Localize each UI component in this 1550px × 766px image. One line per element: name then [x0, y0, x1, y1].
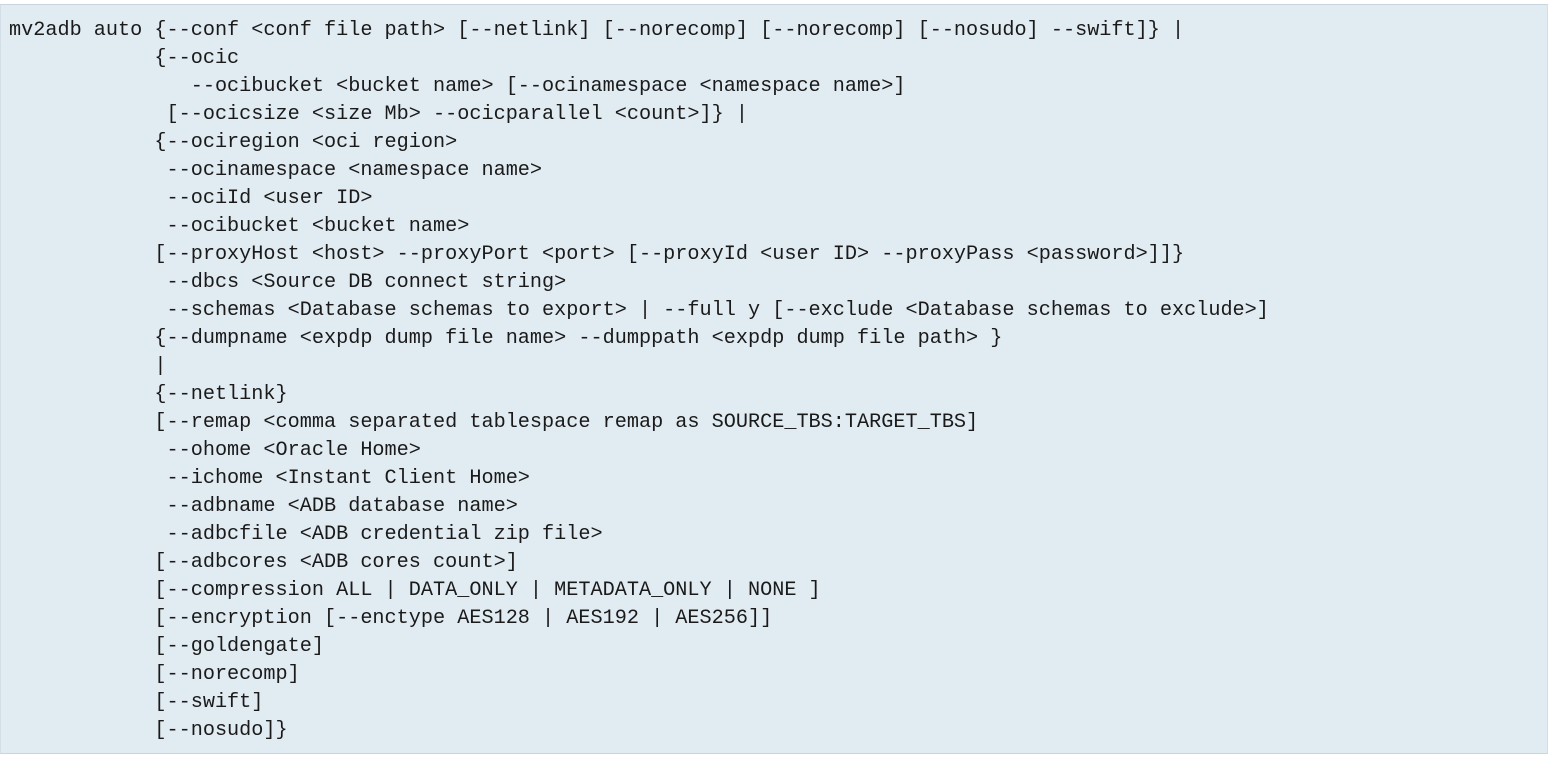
code-line: --dbcs <Source DB connect string> [9, 271, 567, 294]
code-line: {--netlink} [9, 383, 288, 406]
code-line: [--norecomp] [9, 663, 300, 686]
code-line: {--ocic [9, 47, 240, 70]
code-line: --schemas <Database schemas to export> |… [9, 299, 1269, 322]
code-line: [--proxyHost <host> --proxyPort <port> [… [9, 243, 1185, 266]
code-line: [--swift] [9, 691, 264, 714]
code-line: --adbname <ADB database name> [9, 495, 518, 518]
code-line: [--goldengate] [9, 635, 324, 658]
code-line: --ohome <Oracle Home> [9, 439, 421, 462]
code-line: --ichome <Instant Client Home> [9, 467, 530, 490]
command-syntax-code-block: mv2adb auto {--conf <conf file path> [--… [0, 4, 1548, 754]
code-line: --ocibucket <bucket name> [--ocinamespac… [9, 75, 906, 98]
code-line: [--remap <comma separated tablespace rem… [9, 411, 979, 434]
code-line: [--adbcores <ADB cores count>] [9, 551, 518, 574]
code-line: --ocinamespace <namespace name> [9, 159, 543, 182]
code-line: [--compression ALL | DATA_ONLY | METADAT… [9, 579, 821, 602]
code-line: | [9, 355, 167, 378]
code-line: [--nosudo]} [9, 719, 288, 742]
code-line: [--ocicsize <size Mb> --ocicparallel <co… [9, 103, 748, 126]
code-line: {--dumpname <expdp dump file name> --dum… [9, 327, 1003, 350]
code-line: {--ociregion <oci region> [9, 131, 458, 154]
code-line: --ocibucket <bucket name> [9, 215, 470, 238]
code-line: [--encryption [--enctype AES128 | AES192… [9, 607, 773, 630]
code-line: mv2adb auto {--conf <conf file path> [--… [9, 19, 1185, 42]
code-line: --ociId <user ID> [9, 187, 373, 210]
code-line: --adbcfile <ADB credential zip file> [9, 523, 603, 546]
